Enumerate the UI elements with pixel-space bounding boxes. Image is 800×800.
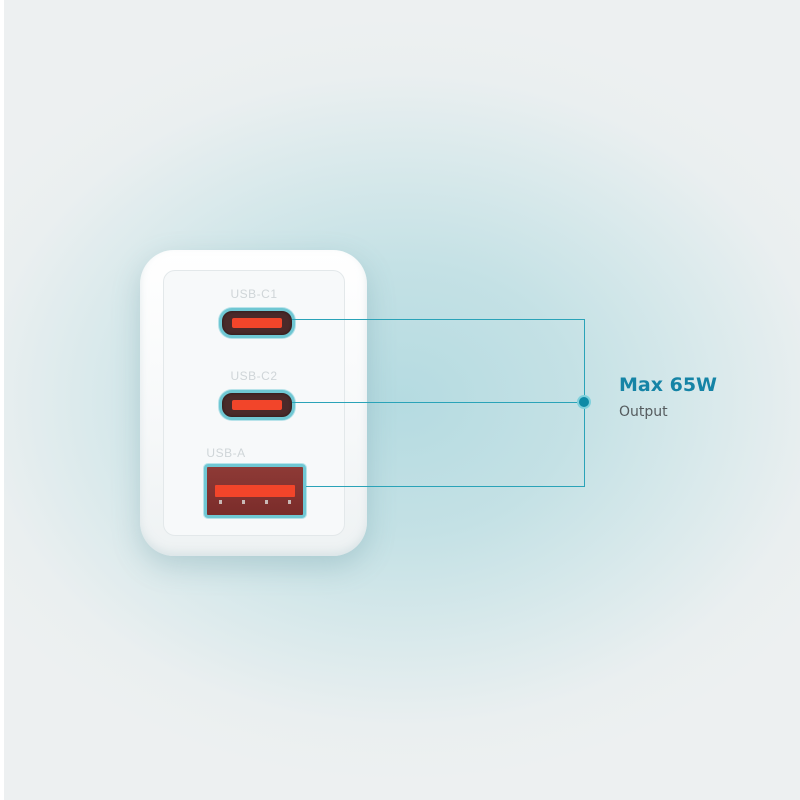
port-pin: [242, 500, 245, 504]
port-label-usb-c2: USB-C2: [230, 369, 278, 383]
usb-c2-port: [219, 390, 295, 420]
gradient-background: [4, 0, 800, 800]
port-tongue: [215, 485, 295, 497]
port-label-usb-a: USB-A: [206, 446, 246, 460]
port-tongue: [232, 318, 282, 328]
connector-line-c1: [292, 319, 584, 320]
usb-a-port: [204, 464, 306, 518]
connector-line-a: [306, 486, 584, 487]
charger-body: USB-C1 USB-C2 USB-A: [140, 250, 367, 556]
port-pin: [265, 500, 268, 504]
port-pin: [219, 500, 222, 504]
port-tongue: [232, 400, 282, 410]
left-border-strip: [0, 0, 4, 800]
charger-face-panel: USB-C1 USB-C2 USB-A: [163, 270, 345, 536]
usb-c1-port: [219, 308, 295, 338]
callout-title: Max 65W: [619, 374, 717, 396]
port-pin: [288, 500, 291, 504]
junction-node-icon: [579, 397, 589, 407]
callout-subtitle: Output: [619, 404, 668, 420]
connector-line-c2: [292, 402, 584, 403]
port-label-usb-c1: USB-C1: [230, 287, 278, 301]
